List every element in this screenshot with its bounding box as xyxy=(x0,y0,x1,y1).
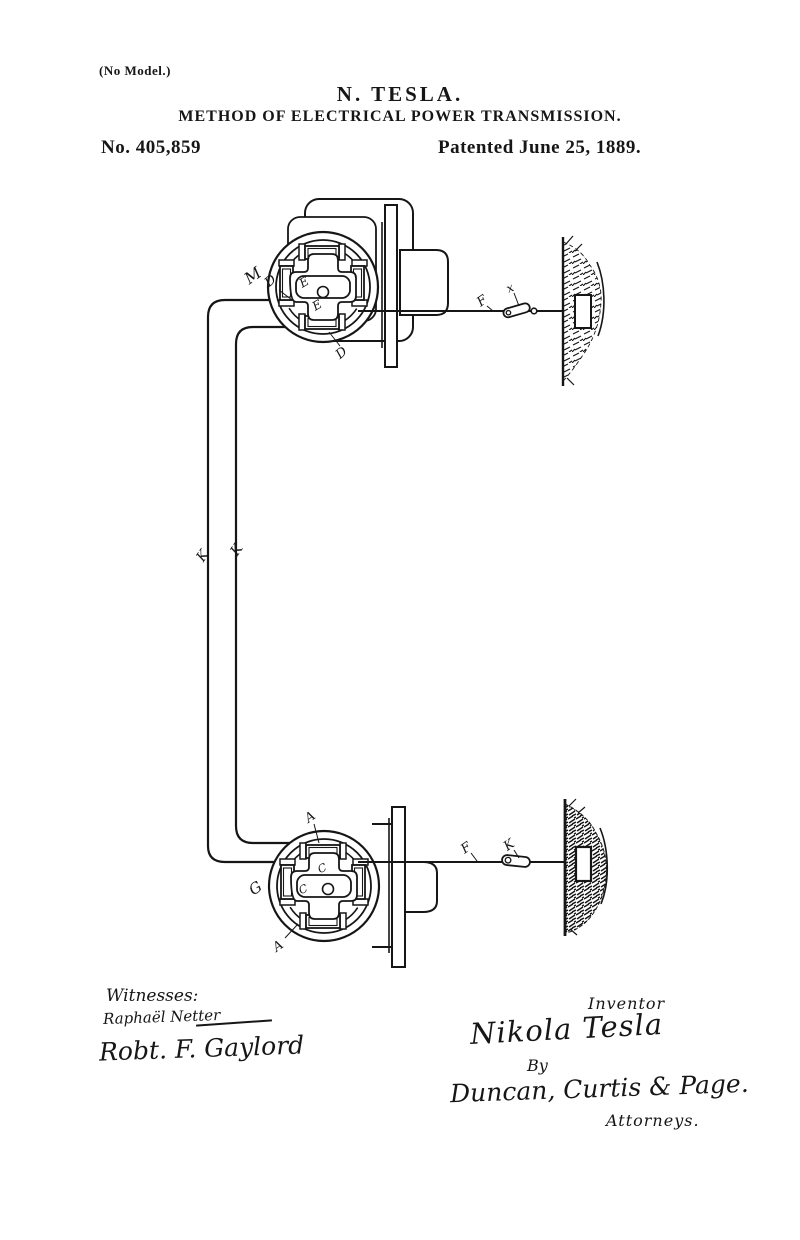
generator-label: G xyxy=(245,877,265,899)
earth-ticks-top xyxy=(565,235,583,386)
generator-flange xyxy=(391,806,406,968)
motor-armature xyxy=(289,253,357,321)
motor-shaft xyxy=(316,285,330,299)
generator-machine xyxy=(267,806,438,968)
motor-stator-ring-inner xyxy=(275,239,371,335)
line-wire-right-path xyxy=(234,325,296,845)
ground-plate-top xyxy=(574,294,592,329)
generator-pole-arcs xyxy=(283,845,365,927)
by-label: By xyxy=(527,1056,548,1075)
ground-wire-top-label: F xyxy=(473,292,491,311)
switch-lever-bottom xyxy=(501,854,531,868)
generator-stator-ring-inner xyxy=(276,838,372,934)
witnesses-heading: Witnesses: xyxy=(106,986,199,1006)
patent-date: Patented June 25, 1889. xyxy=(438,137,642,158)
switch-pivot-top xyxy=(530,307,538,315)
patent-title: METHOD OF ELECTRICAL POWER TRANSMISSION. xyxy=(178,108,622,125)
earth-ground-bottom xyxy=(563,798,609,936)
generator-coil-lower-label: A xyxy=(269,938,286,956)
motor-pole-arcs xyxy=(282,246,364,328)
earth-contour-top xyxy=(596,261,605,337)
motor-machine xyxy=(266,198,449,368)
generator-pedestal xyxy=(404,861,438,913)
inventor-name-heading: N. TESLA. xyxy=(336,82,464,106)
switch-lever-top xyxy=(502,302,531,319)
motor-flange xyxy=(384,204,398,368)
no-model-note: (No Model.) xyxy=(99,63,171,78)
generator-coil-upper-label: A xyxy=(301,809,318,827)
attorneys-label: Attorneys. xyxy=(606,1111,700,1130)
generator-shaft xyxy=(321,882,335,896)
ground-switch-top-label: x xyxy=(504,280,516,296)
inventor-heading: Inventor xyxy=(588,994,666,1013)
patent-number: No. 405,859 xyxy=(101,137,201,158)
line-wire-left-label: K xyxy=(193,546,214,566)
generator-armature xyxy=(290,852,358,920)
earth-contour-bottom xyxy=(599,827,609,905)
motor-coil-lower-label: D xyxy=(332,344,351,363)
earth-ticks-bottom xyxy=(568,798,586,936)
line-wire-right-label: K xyxy=(227,540,248,560)
motor-label: M xyxy=(240,263,266,289)
line-wires xyxy=(206,298,296,864)
earth-ground-top xyxy=(561,235,605,386)
ground-plate-bottom xyxy=(574,845,593,883)
line-wire-left-path xyxy=(206,298,280,864)
motor-pedestal xyxy=(399,249,449,316)
